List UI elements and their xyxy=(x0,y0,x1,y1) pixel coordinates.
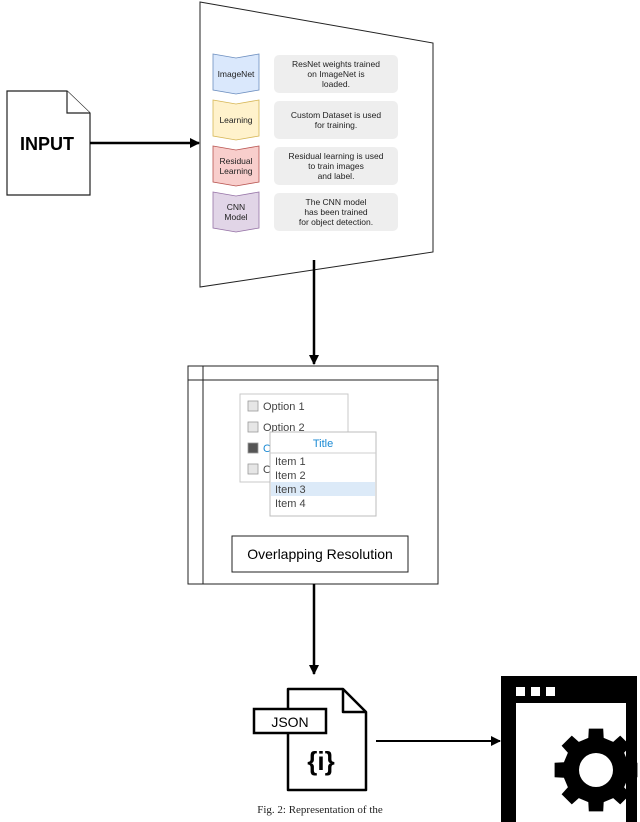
pipeline-step-description: ResNet weights trained xyxy=(292,59,380,69)
pipeline-step-description: and label. xyxy=(318,171,355,181)
pipeline-step-tag xyxy=(212,191,260,233)
popup-item[interactable]: Item 4 xyxy=(275,498,306,510)
pipeline-step-description-box xyxy=(274,55,398,93)
pipeline-step-tag-label: Learning xyxy=(219,166,252,176)
figure-caption: Fig. 2: Representation of the xyxy=(257,804,383,816)
gear-hole xyxy=(579,753,613,787)
popup-item[interactable]: Item 1 xyxy=(275,456,306,468)
popup-items: Item 1 Item 2 Item 3 Item 4 xyxy=(271,456,375,510)
pipeline-step-tag-label: CNN xyxy=(227,202,245,212)
pipeline-step-tag xyxy=(212,53,260,95)
pipeline-step-tag-label: Residual xyxy=(219,156,252,166)
pipeline-step-description: Custom Dataset is used xyxy=(291,110,382,120)
overlapping-resolution-label: Overlapping Resolution xyxy=(247,546,393,562)
option-label: O xyxy=(263,464,272,476)
popup-item-label: Item 4 xyxy=(275,498,306,510)
json-label: JSON xyxy=(271,714,308,730)
pipeline-step-tag-label: Learning xyxy=(219,115,252,125)
pipeline-step-description: has been trained xyxy=(304,207,368,217)
popup-item[interactable]: Item 3 xyxy=(271,482,375,496)
json-braces-glyph: {i} xyxy=(307,746,334,776)
pipeline-step-description-box xyxy=(274,101,398,139)
pipeline-step-description: to train images xyxy=(308,161,364,171)
option-label: O xyxy=(263,443,272,455)
pipeline-step-description-box xyxy=(274,193,398,231)
app-settings-icon xyxy=(501,676,638,822)
popup-item-highlight xyxy=(271,482,375,496)
pipeline-step-tag-label: ImageNet xyxy=(218,69,255,79)
options-list: Option 1 Option 2 OO xyxy=(247,400,305,476)
option-checkbox[interactable] xyxy=(247,400,259,412)
pipeline-step-description: Residual learning is used xyxy=(289,151,384,161)
pipeline-step-description: on ImageNet is xyxy=(307,69,364,79)
popup-item-label: Item 2 xyxy=(275,470,306,482)
model-trapezoid xyxy=(199,1,434,288)
pipeline-step-description-box xyxy=(274,147,398,185)
option-checkbox[interactable] xyxy=(247,463,259,475)
option-checkbox[interactable] xyxy=(247,442,259,454)
input-document: INPUT xyxy=(6,90,91,196)
pipeline-step-tag xyxy=(212,99,260,141)
pipeline-step-description: for object detection. xyxy=(299,217,373,227)
popup-item[interactable]: Item 2 xyxy=(275,470,306,482)
option-row[interactable]: O xyxy=(247,442,272,455)
json-file-icon: JSON {i} xyxy=(252,687,368,792)
option-row[interactable]: Option 2 xyxy=(247,421,305,434)
pipeline-step-description: for training. xyxy=(315,120,358,130)
popup-title: Title xyxy=(313,438,333,450)
option-checkbox[interactable] xyxy=(247,421,259,433)
pipeline-step-description: loaded. xyxy=(322,79,350,89)
popup-item-label: Item 1 xyxy=(275,456,306,468)
popup-list: Title xyxy=(269,431,377,517)
popup-item-label: Item 3 xyxy=(275,484,306,496)
input-label: INPUT xyxy=(20,134,74,154)
option-label: Option 1 xyxy=(263,401,305,413)
pipeline-step-tag xyxy=(212,145,260,187)
option-label: Option 2 xyxy=(263,422,305,434)
pipeline-step-description: The CNN model xyxy=(306,197,367,207)
pipeline-step-tag-label: Model xyxy=(224,212,247,222)
overlapping-resolution-button[interactable]: Overlapping Resolution xyxy=(231,535,409,573)
option-row[interactable]: Option 1 xyxy=(247,400,305,413)
option-row[interactable]: O xyxy=(247,463,272,476)
